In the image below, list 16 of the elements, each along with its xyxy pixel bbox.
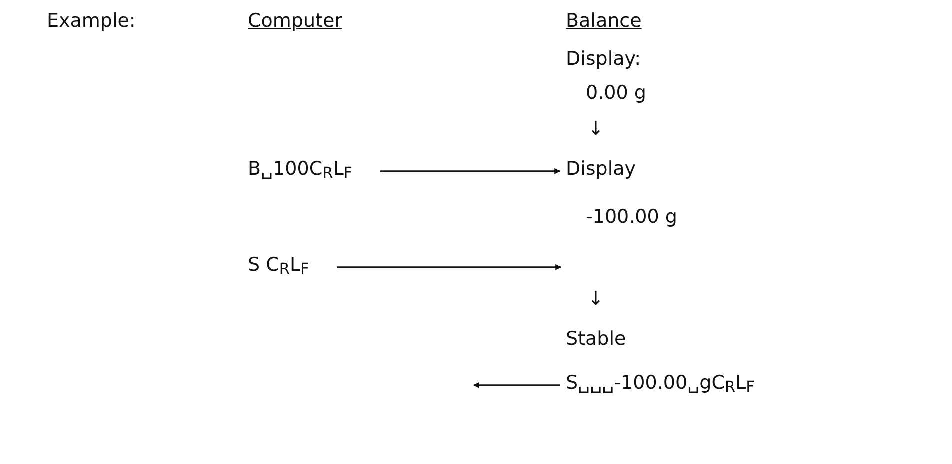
display-value: 0.00 g [586, 82, 646, 105]
column-heading: Balance [566, 10, 642, 33]
column-heading: Computer [248, 10, 342, 33]
display-label: Display: [566, 48, 642, 71]
caption-text: Example: [47, 10, 136, 33]
response-text: S␣␣␣-100.00␣gC$_{R}$L$_{F}$ [566, 372, 755, 395]
arrow [380, 168, 561, 174]
command-text: S C$_{R}$L$_{F}$ [248, 254, 310, 277]
arrow [473, 382, 560, 388]
display-value: -100.00 g [586, 206, 678, 229]
display-label: Display [566, 158, 636, 181]
down-arrow-glyph: ↓ [588, 118, 604, 141]
arrow [337, 264, 562, 270]
status-label: Stable [566, 328, 626, 351]
down-arrow-glyph: ↓ [588, 288, 604, 311]
command-text: B␣100C$_{R}$L$_{F}$ [248, 158, 353, 181]
